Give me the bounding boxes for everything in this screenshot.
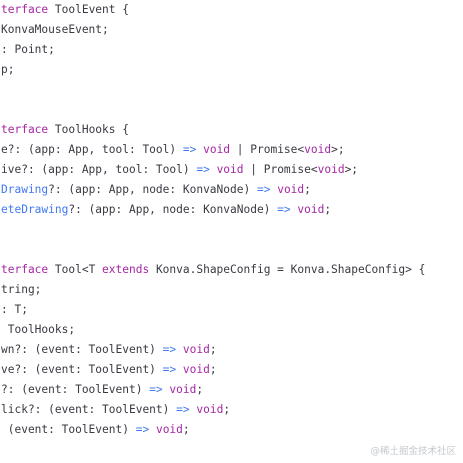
- code-token: [176, 343, 183, 356]
- code-line: ve?: (event: ToolEvent) => void;: [1, 362, 217, 378]
- code-line: lick?: (event: ToolEvent) => void;: [1, 402, 230, 418]
- code-token: ToolHooks;: [1, 323, 76, 336]
- code-token: tring;: [1, 283, 42, 296]
- code-line: terface Tool<T extends Konva.ShapeConfig…: [1, 262, 425, 278]
- code-token: ;: [196, 383, 204, 396]
- code-token: void: [297, 203, 325, 216]
- code-token: void: [317, 163, 345, 176]
- code-token: ;: [304, 183, 311, 196]
- code-token: ve?: (event: ToolEvent): [1, 363, 163, 376]
- code-line: tring;: [1, 282, 41, 298]
- code-token: terface: [1, 123, 49, 136]
- code-line: terface ToolEvent {: [1, 2, 129, 18]
- code-token: =>: [162, 343, 177, 356]
- code-line: wn?: (event: ToolEvent) => void;: [1, 342, 217, 358]
- code-token: : T;: [1, 303, 28, 316]
- code-token: Drawing: [1, 183, 49, 196]
- code-token: : Point;: [1, 43, 55, 56]
- code-line: ?: (event: ToolEvent) => void;: [1, 382, 203, 398]
- code-token: ive?: (app: App, tool: Tool): [1, 163, 197, 176]
- code-token: ;: [223, 403, 231, 416]
- code-line: p;: [1, 62, 14, 78]
- code-token: void: [182, 363, 210, 376]
- code-token: terface: [1, 263, 49, 276]
- code-token: =>: [182, 143, 197, 156]
- code-line: ive?: (app: App, tool: Tool) => void | P…: [1, 162, 358, 178]
- code-token: eteDrawing: [1, 203, 69, 216]
- code-token: =>: [196, 163, 210, 176]
- code-token: void: [155, 423, 183, 436]
- code-token: ToolEvent {: [48, 3, 129, 16]
- code-token: void: [277, 183, 305, 196]
- code-token: >;: [344, 163, 359, 176]
- code-token: =>: [135, 423, 150, 436]
- code-line: e?: (app: App, tool: Tool) => void | Pro…: [1, 142, 345, 158]
- code-token: void: [203, 143, 231, 156]
- code-line: Drawing?: (app: App, node: KonvaNode) =>…: [1, 182, 311, 198]
- code-line: eteDrawing?: (app: App, node: KonvaNode)…: [1, 202, 331, 218]
- code-line: KonvaMouseEvent;: [1, 22, 109, 38]
- code-token: ToolHooks {: [48, 123, 129, 136]
- code-token: void: [304, 143, 332, 156]
- code-token: =>: [277, 203, 291, 216]
- code-line: (event: ToolEvent) => void;: [1, 422, 190, 438]
- code-token: wn?: (event: ToolEvent): [1, 343, 163, 356]
- code-token: [176, 363, 183, 376]
- code-token: Konva.ShapeConfig = Konva.ShapeConfig> {: [149, 263, 426, 276]
- code-token: | Promise<: [243, 163, 318, 176]
- code-token: =>: [149, 383, 163, 396]
- code-line: ToolHooks;: [1, 322, 75, 338]
- code-token: ?: (app: App, node: KonvaNode): [68, 203, 278, 216]
- code-token: ;: [209, 363, 217, 376]
- code-token: void: [169, 383, 197, 396]
- code-token: ;: [209, 343, 217, 356]
- code-token: [210, 163, 217, 176]
- code-token: void: [216, 163, 244, 176]
- code-token: KonvaMouseEvent;: [1, 23, 109, 36]
- code-token: p;: [1, 63, 15, 76]
- code-line: : Point;: [1, 42, 55, 58]
- code-token: ;: [182, 423, 190, 436]
- code-token: =>: [176, 403, 190, 416]
- code-token: =>: [162, 363, 177, 376]
- code-token: [149, 423, 156, 436]
- code-line: : T;: [1, 302, 28, 318]
- code-token: >;: [331, 143, 345, 156]
- code-token: terface: [1, 3, 49, 16]
- code-token: lick?: (event: ToolEvent): [1, 403, 177, 416]
- code-line: terface ToolHooks {: [1, 122, 129, 138]
- code-token: ?: (event: ToolEvent): [1, 383, 150, 396]
- code-token: void: [182, 343, 210, 356]
- code-token: (event: ToolEvent): [1, 423, 136, 436]
- code-token: | Promise<: [230, 143, 305, 156]
- code-token: ?: (app: App, node: KonvaNode): [48, 183, 257, 196]
- code-token: e?: (app: App, tool: Tool): [1, 143, 183, 156]
- watermark-label: @稀土掘金技术社区: [370, 446, 456, 457]
- code-token: void: [196, 403, 224, 416]
- code-token: Tool<T: [48, 263, 103, 276]
- code-token: extends: [102, 263, 150, 276]
- code-token: ;: [324, 203, 332, 216]
- code-token: =>: [256, 183, 271, 196]
